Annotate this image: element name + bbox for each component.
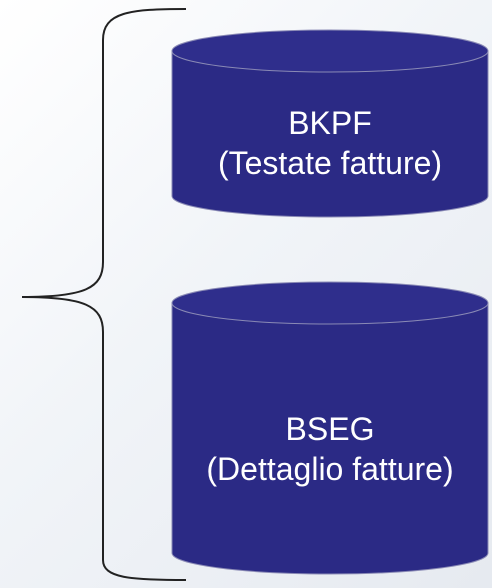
group-brace bbox=[21, 8, 187, 581]
cylinder-body-bseg bbox=[171, 302, 489, 575]
table-name-bkpf: BKPF bbox=[288, 105, 372, 141]
cylinder-top-bkpf bbox=[171, 29, 489, 73]
table-description-bseg: (Dettaglio fatture) bbox=[206, 451, 454, 487]
cylinder-top-bseg bbox=[171, 281, 489, 325]
table-label-bseg: BSEG (Dettaglio fatture) bbox=[172, 409, 488, 489]
cylinder-body-bkpf bbox=[171, 50, 489, 218]
table-name-bseg: BSEG bbox=[285, 411, 375, 447]
table-label-bkpf: BKPF (Testate fatture) bbox=[172, 103, 488, 183]
table-description-bkpf: (Testate fatture) bbox=[217, 145, 443, 181]
database-cylinder-bkpf bbox=[171, 29, 489, 218]
database-cylinder-bseg bbox=[171, 281, 489, 575]
